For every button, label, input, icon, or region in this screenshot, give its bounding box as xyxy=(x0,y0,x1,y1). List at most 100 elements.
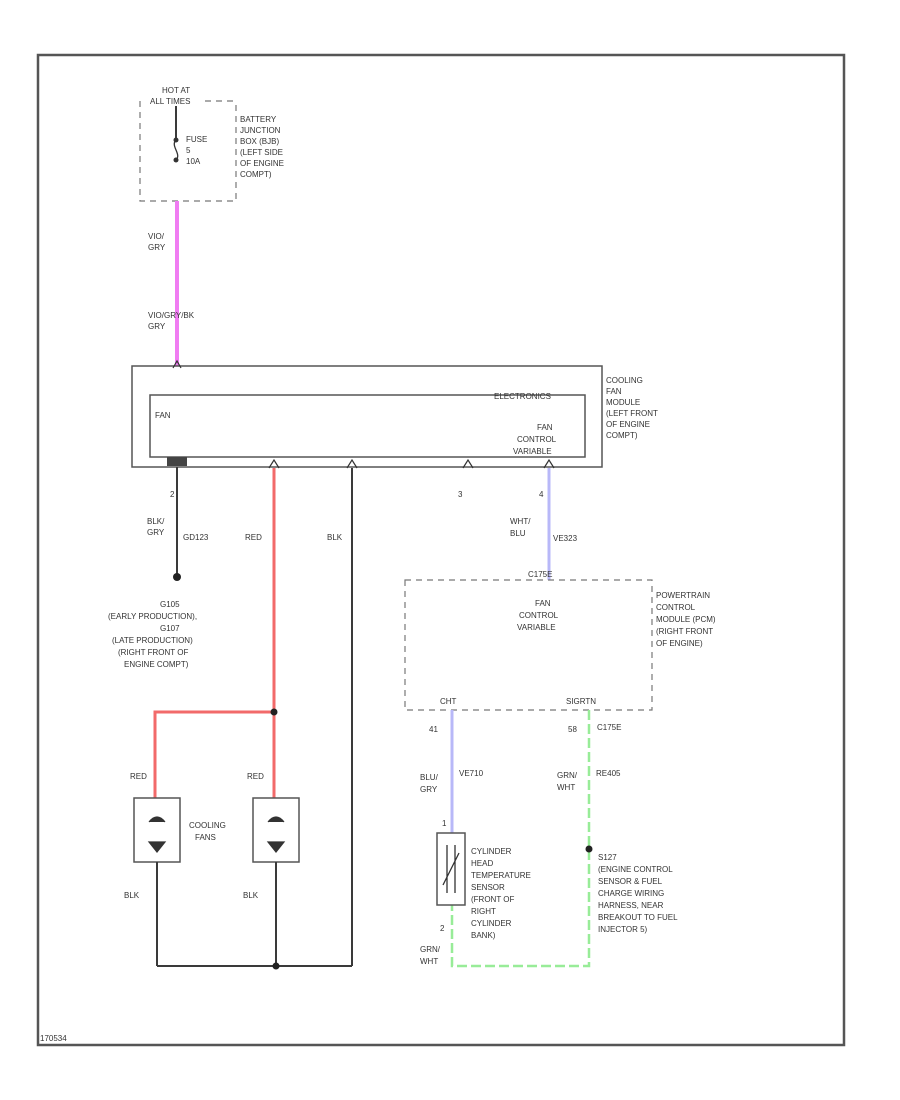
wire-upper-color-2: GRY xyxy=(148,243,166,252)
cfm-label-2: FAN xyxy=(606,387,622,396)
cht-label-6: RIGHT xyxy=(471,907,496,916)
cht-label-8: BANK) xyxy=(471,931,496,940)
cooling-fans-label-1: COOLING xyxy=(189,821,226,830)
cht-label-5: (FRONT OF xyxy=(471,895,515,904)
hot-at-label-1: HOT AT xyxy=(162,86,190,95)
bjb-label-3: BOX (BJB) xyxy=(240,137,279,146)
pin4-color-2: BLU xyxy=(510,529,526,538)
connector-pin-3 xyxy=(462,458,474,469)
diagram-id: 170534 xyxy=(40,1034,67,1043)
fuse-label-3: 10A xyxy=(186,157,201,166)
wire-lower-color-2: GRY xyxy=(148,322,166,331)
ground-label-1: G105 xyxy=(160,600,180,609)
powertrain-control-module: C175E FAN CONTROL VARIABLE POWERTRAIN CO… xyxy=(404,570,716,734)
cht-label-2: HEAD xyxy=(471,859,493,868)
cht-label-1: CYLINDER xyxy=(471,847,512,856)
pin2-circuit: GD123 xyxy=(183,533,209,542)
cht-label-7: CYLINDER xyxy=(471,919,512,928)
cooling-fan-module: FAN ELECTRONICS FAN CONTROL VARIABLE COO… xyxy=(131,359,658,499)
pcm41-color-2: GRY xyxy=(420,785,438,794)
hot-at-label-2: ALL TIMES xyxy=(150,97,190,106)
pcm-label-3: MODULE (PCM) xyxy=(656,615,716,624)
cht-label-4: SENSOR xyxy=(471,883,505,892)
fan-motor-right-icon xyxy=(266,816,286,853)
pcm-outline xyxy=(404,579,653,711)
wire-grn-wht xyxy=(450,710,591,968)
connector-pin-red xyxy=(268,458,280,469)
sensor2-color-2: WHT xyxy=(420,957,438,966)
pcm-connector-right: C175E xyxy=(597,723,621,732)
connector-pin-blk xyxy=(346,458,358,469)
wire-blk-label: BLK xyxy=(327,533,343,542)
cfm-label-1: COOLING xyxy=(606,376,643,385)
pcm58-color-1: GRN/ xyxy=(557,771,578,780)
diagram-frame xyxy=(36,53,846,1047)
pcm41-circuit: VE710 xyxy=(459,769,484,778)
cfm-label-5: OF ENGINE xyxy=(606,420,650,429)
cht-label-3: TEMPERATURE xyxy=(471,871,531,880)
ground-label-2: (EARLY PRODUCTION), xyxy=(108,612,197,621)
cht-pin2: 2 xyxy=(440,924,445,933)
ground-label-3: G107 xyxy=(160,624,180,633)
bjb-label-1: BATTERY xyxy=(240,115,277,124)
splice-label-1: S127 xyxy=(598,853,617,862)
fan-control-label-2: CONTROL xyxy=(517,435,557,444)
pin-4-label: 4 xyxy=(539,490,544,499)
cfm-label-3: MODULE xyxy=(606,398,640,407)
fan-motor-left-icon xyxy=(147,816,167,853)
sensor2-color-1: GRN/ xyxy=(420,945,441,954)
pcm-pin58: 58 xyxy=(568,725,577,734)
pcm-top-connector: C175E xyxy=(528,570,552,579)
pcm-pin41: 41 xyxy=(429,725,438,734)
pcm-cht-label: CHT xyxy=(440,697,457,706)
ground-point xyxy=(173,573,181,581)
connector-pin-2 xyxy=(167,457,187,466)
cfm-label-6: COMPT) xyxy=(606,431,638,440)
splice-label-6: BREAKOUT TO FUEL xyxy=(598,913,678,922)
splice-label-7: INJECTOR 5) xyxy=(598,925,648,934)
fan-control-label-3: VARIABLE xyxy=(513,447,552,456)
pcm41-color-1: BLU/ xyxy=(420,773,439,782)
pcm-rtn-label: SIGRTN xyxy=(566,697,596,706)
pin-3-label: 3 xyxy=(458,490,463,499)
splice-label-2: (ENGINE CONTROL xyxy=(598,865,673,874)
wire-red-label: RED xyxy=(245,533,262,542)
thermistor-icon xyxy=(442,845,460,893)
cooling-fans-label-2: FANS xyxy=(195,833,216,842)
fan-left-wire-label: RED xyxy=(130,772,147,781)
electronics-label: ELECTRONICS xyxy=(494,392,551,401)
fan-right-ground-label: BLK xyxy=(243,891,259,900)
splice-label-3: SENSOR & FUEL xyxy=(598,877,663,886)
bjb-label-6: COMPT) xyxy=(240,170,272,179)
pcm58-circuit: RE405 xyxy=(596,769,621,778)
cht-pin1: 1 xyxy=(442,819,447,828)
pin4-color-1: WHT/ xyxy=(510,517,531,526)
pcm-fan-control-2: CONTROL xyxy=(519,611,559,620)
pcm58-color-2: WHT xyxy=(557,783,575,792)
red-splice xyxy=(270,708,278,716)
pcm-label-1: POWERTRAIN xyxy=(656,591,710,600)
bjb-label-4: (LEFT SIDE xyxy=(240,148,283,157)
bjb-outline xyxy=(139,101,237,202)
pin2-color-2: GRY xyxy=(147,528,165,537)
fuse-label-2: 5 xyxy=(186,146,191,155)
pcm-label-2: CONTROL xyxy=(656,603,696,612)
pin-2-label: 2 xyxy=(170,490,175,499)
wire-upper-color-1: VIO/ xyxy=(148,232,165,241)
cooling-fans: RED RED COOLING FANS BLK BLK xyxy=(124,772,352,970)
cooling-fan-module-outer xyxy=(131,365,603,468)
fan-inner-label: FAN xyxy=(155,411,171,420)
ground-label-6: ENGINE COMPT) xyxy=(124,660,189,669)
battery-junction-box: HOT AT ALL TIMES FUSE 5 10A BATTERY JUNC… xyxy=(139,86,284,202)
bjb-label-2: JUNCTION xyxy=(240,126,281,135)
fuse-icon xyxy=(173,139,179,161)
wire-red-branch xyxy=(153,710,274,798)
pcm-fan-control-1: FAN xyxy=(535,599,551,608)
pcm-label-5: OF ENGINE) xyxy=(656,639,703,648)
connector-pin-4 xyxy=(543,458,555,469)
ground-label-4: (LATE PRODUCTION) xyxy=(112,636,193,645)
bjb-label-5: OF ENGINE xyxy=(240,159,284,168)
fan-control-label-1: FAN xyxy=(537,423,553,432)
cht-sensor-body xyxy=(436,832,466,906)
